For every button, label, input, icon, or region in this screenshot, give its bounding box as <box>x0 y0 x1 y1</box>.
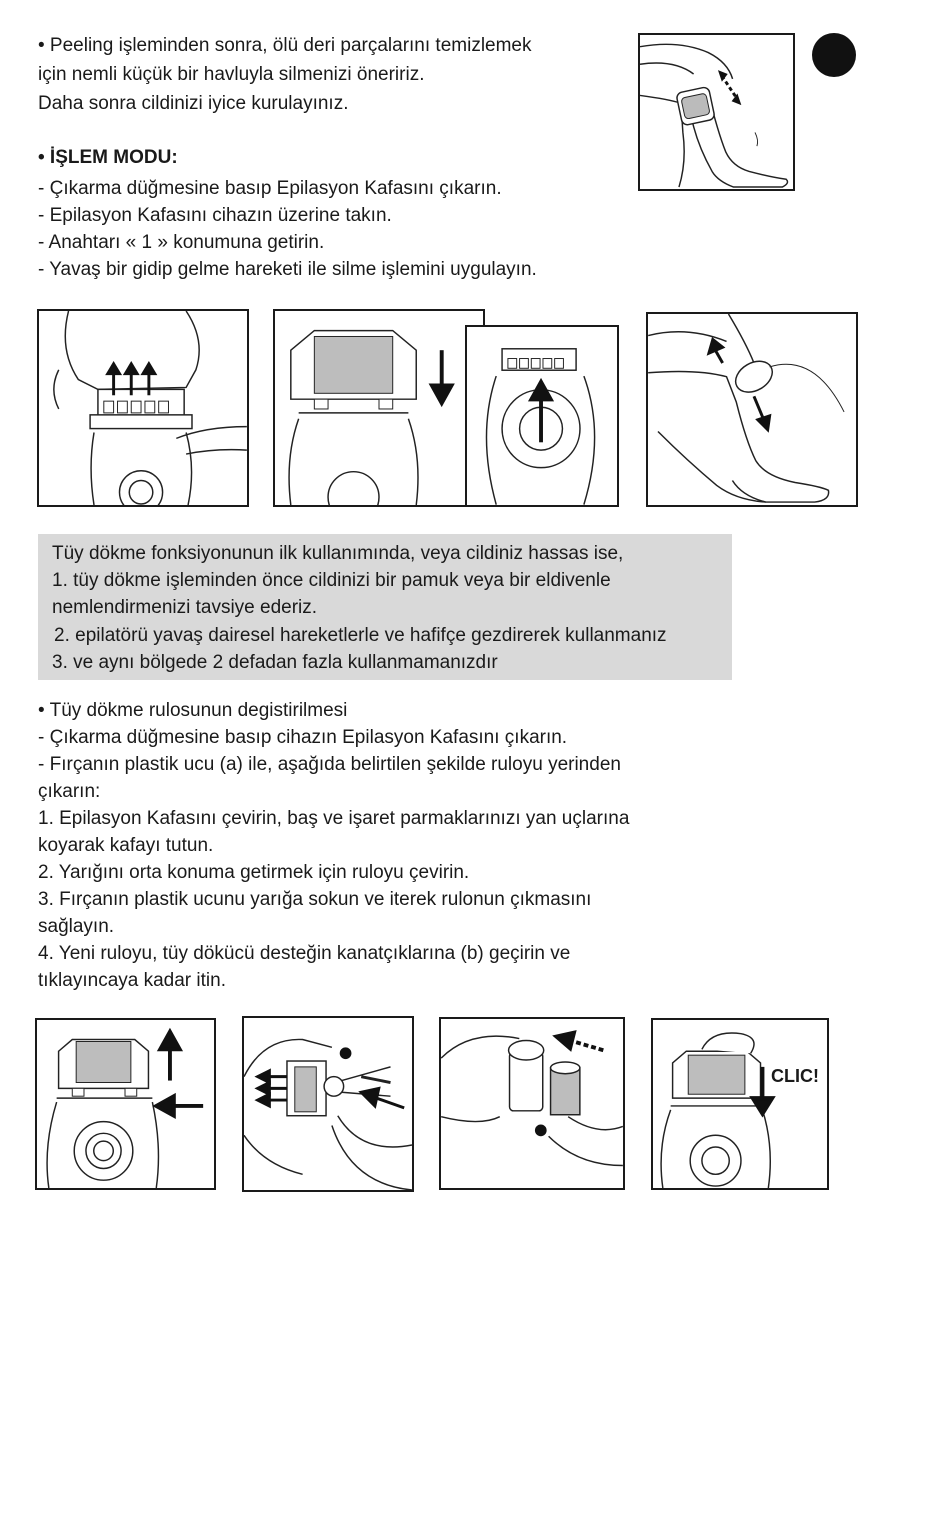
operation-step-4: - Yavaş bir gidip gelme hareketi ile sil… <box>38 259 537 280</box>
roller-line-9: sağlayın. <box>38 916 115 937</box>
roller-line-3: - Fırçanın plastik ucu (a) ile, aşağıda … <box>38 754 621 775</box>
roller-line-2: - Çıkarma düğmesine basıp cihazın Epilas… <box>38 727 568 748</box>
roller-line-5: 1. Epilasyon Kafasını çevirin, baş ve iş… <box>38 808 630 829</box>
operation-step-2: - Epilasyon Kafasını cihazın üzerine tak… <box>38 205 392 226</box>
remove-roller-illustration <box>242 1016 414 1192</box>
attach-head-illustration <box>273 309 485 507</box>
roller-line-6: koyarak kafayı tutun. <box>38 835 214 856</box>
remove-head-illustration <box>37 309 249 507</box>
click-roller-illustration: CLIC! <box>651 1018 829 1190</box>
eject-head-drawing <box>46 1027 204 1188</box>
peeling-line-3: Daha sonra cildinizi iyice kurulayınız. <box>38 93 349 114</box>
note-line-5: 3. ve aynı bölgede 2 defadan fazla kulla… <box>52 652 498 673</box>
roller-line-4: çıkarın: <box>38 781 101 802</box>
leg-peeling-illustration <box>638 33 795 191</box>
note-line-1: Tüy dökme fonksiyonunun ilk kullanımında… <box>52 543 624 564</box>
epilate-leg-illustration <box>646 312 858 507</box>
operation-step-3: - Anahtarı « 1 » konumuna getirin. <box>38 232 325 253</box>
switch-on-illustration <box>465 325 619 507</box>
clic-label: CLIC! <box>771 1066 819 1086</box>
peeling-line-2: için nemli küçük bir havluyla silmenizi … <box>38 64 425 85</box>
note-line-2: 1. tüy dökme işleminden önce cildinizi b… <box>52 570 611 591</box>
note-line-3: nemlendirmenizi tavsiye ederiz. <box>52 597 318 618</box>
sensitive-skin-note: Tüy dökme fonksiyonunun ilk kullanımında… <box>38 534 732 680</box>
remove-head-drawing <box>53 311 247 505</box>
roller-line-11: tıklayıncaya kadar itin. <box>38 970 226 991</box>
eject-head-illustration <box>35 1018 216 1190</box>
insert-roller-drawing <box>441 1030 623 1167</box>
click-roller-drawing <box>660 1032 776 1188</box>
epilate-leg-drawing <box>648 314 845 503</box>
roller-line-1: • Tüy dökme rulosunun degistirilmesi <box>38 700 348 721</box>
leg-peeling-drawing <box>640 43 789 188</box>
attach-head-drawing <box>288 329 455 505</box>
remove-roller-drawing <box>244 1038 412 1190</box>
operation-step-1: - Çıkarma düğmesine basıp Epilasyon Kafa… <box>38 178 502 199</box>
roller-line-10: 4. Yeni ruloyu, tüy dökücü desteğin kana… <box>38 943 571 964</box>
insert-roller-illustration <box>439 1017 625 1190</box>
roller-line-7: 2. Yarığını orta konuma getirmek için ru… <box>38 862 470 883</box>
operation-heading: • İŞLEM MODU: <box>38 147 178 168</box>
note-line-4: 2. epilatörü yavaş dairesel hareketlerle… <box>54 625 667 646</box>
switch-on-drawing <box>485 348 596 505</box>
roller-line-8: 3. Fırçanın plastik ucunu yarığa sokun v… <box>38 889 592 910</box>
black-circle-icon <box>812 33 856 77</box>
peeling-line-1: • Peeling işleminden sonra, ölü deri par… <box>38 35 532 56</box>
